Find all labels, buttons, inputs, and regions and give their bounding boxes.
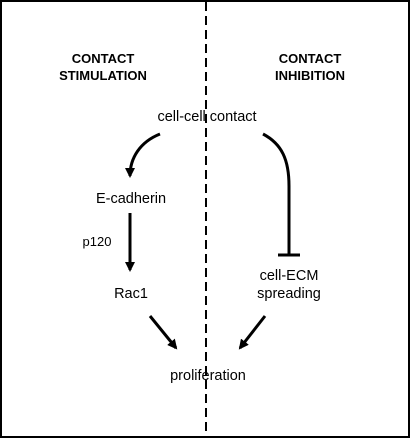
inhibition-contact-to-ecm	[262, 132, 291, 255]
node-cell-ecm-line2: spreading	[257, 286, 321, 302]
node-cell-cell-contact: cell-cell contact	[157, 109, 256, 125]
arrow-rac1-to-proliferation	[148, 315, 178, 350]
node-rac1: Rac1	[114, 286, 148, 302]
node-proliferation: proliferation	[170, 368, 246, 384]
heading-right-line1: CONTACT	[279, 51, 342, 66]
heading-left-line1: CONTACT	[72, 51, 135, 66]
node-cell-ecm-line1: cell-ECM	[260, 268, 319, 284]
node-p120: p120	[83, 234, 112, 249]
arrow-ecm-to-proliferation	[238, 315, 267, 350]
heading-right-line2: INHIBITION	[275, 68, 345, 83]
arrow-contact-to-ecadherin	[125, 132, 161, 178]
heading-left-line2: STIMULATION	[59, 68, 147, 83]
node-e-cadherin: E-cadherin	[96, 191, 166, 207]
